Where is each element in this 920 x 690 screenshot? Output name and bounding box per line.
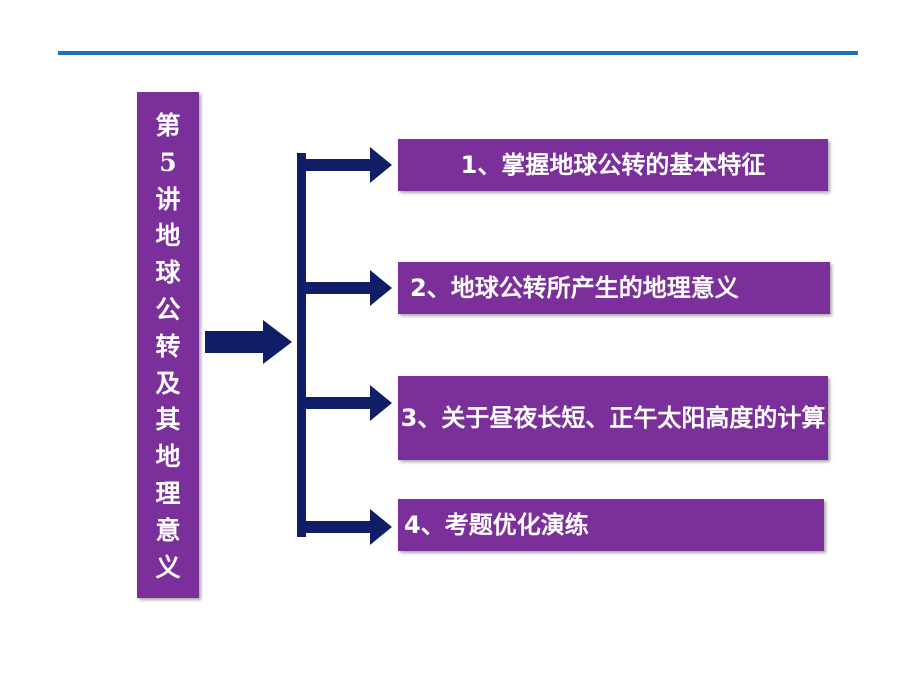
topic-box-1: 1、掌握地球公转的基本特征 bbox=[398, 139, 828, 191]
title-char: 及 bbox=[155, 368, 181, 398]
topic-label: 1、掌握地球公转的基本特征 bbox=[460, 151, 766, 179]
title-char: 球 bbox=[155, 258, 181, 288]
title-char: 第 bbox=[155, 111, 181, 140]
branch-arrow-icon bbox=[302, 385, 392, 421]
branch-arrow-icon bbox=[302, 270, 392, 306]
bracket-bar bbox=[297, 153, 306, 537]
title-char: 地 bbox=[155, 221, 181, 251]
topic-box-3: 3、关于昼夜长短、正午太阳高度的计算 bbox=[398, 376, 828, 460]
title-char: 5 bbox=[159, 147, 177, 177]
top-divider-line bbox=[58, 51, 858, 55]
title-char: 转 bbox=[155, 331, 181, 361]
title-char: 意 bbox=[155, 515, 181, 545]
lecture-title-box: 第 5 讲 地 球 公 转 及 其 地 理 意 义 bbox=[137, 92, 199, 598]
topic-label: 2、地球公转所产生的地理意义 bbox=[410, 274, 739, 302]
topic-box-4: 4、考题优化演练 bbox=[398, 499, 824, 551]
title-char: 讲 bbox=[155, 184, 181, 214]
title-char: 义 bbox=[155, 552, 181, 582]
topic-label: 3、关于昼夜长短、正午太阳高度的计算 bbox=[400, 404, 826, 432]
main-arrow-icon bbox=[205, 320, 292, 364]
topic-label: 4、考题优化演练 bbox=[404, 511, 589, 539]
topic-box-2: 2、地球公转所产生的地理意义 bbox=[398, 262, 830, 314]
title-char: 公 bbox=[155, 294, 181, 324]
branch-arrow-icon bbox=[302, 509, 392, 545]
title-char: 理 bbox=[155, 478, 181, 508]
branch-arrow-icon bbox=[302, 147, 392, 183]
title-char: 地 bbox=[155, 442, 181, 472]
title-char: 其 bbox=[155, 405, 181, 435]
